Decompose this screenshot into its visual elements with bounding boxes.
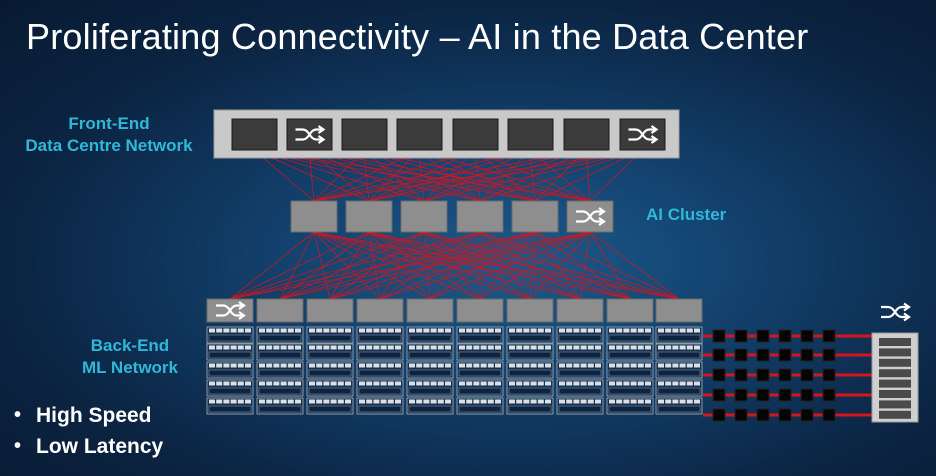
- ai-cluster-node: [400, 200, 448, 233]
- front-end-node: [563, 118, 610, 151]
- shuffle-icon: [576, 207, 606, 226]
- transceiver-module: [822, 388, 836, 402]
- bullet-item: • High Speed: [14, 400, 163, 431]
- transceiver-module: [734, 408, 748, 422]
- bullet-item: • Low Latency: [14, 431, 163, 462]
- transceiver-module: [712, 368, 726, 382]
- transceiver-module: [756, 388, 770, 402]
- transceiver-module: [734, 388, 748, 402]
- transceiver-module: [778, 388, 792, 402]
- transceiver-module: [822, 368, 836, 382]
- transceiver-module: [712, 388, 726, 402]
- transceiver-module: [756, 408, 770, 422]
- front-end-node: [507, 118, 554, 151]
- transceiver-module: [822, 408, 836, 422]
- transceiver-module: [800, 348, 814, 362]
- transceiver-module: [734, 348, 748, 362]
- back-end-node: [506, 298, 554, 323]
- ai-cluster-node: [290, 200, 338, 233]
- back-end-node: [356, 298, 404, 323]
- back-end-node: [606, 298, 654, 323]
- ai-cluster-node: [345, 200, 393, 233]
- front-end-label-line2: Data Centre Network: [25, 136, 193, 155]
- front-end-label: Front-End Data Centre Network: [4, 113, 214, 157]
- bullet-list: • High Speed • Low Latency: [14, 400, 163, 462]
- ai-cluster-node: [456, 200, 504, 233]
- back-end-node: [556, 298, 604, 323]
- shuffle-icon: [628, 125, 659, 144]
- ai-cluster-node: [511, 200, 559, 233]
- bullet-text: Low Latency: [36, 435, 164, 458]
- transceiver-module: [712, 408, 726, 422]
- red-links: [229, 149, 872, 417]
- transceiver-module: [712, 329, 726, 343]
- front-end-node: [396, 118, 443, 151]
- transceiver-module: [778, 408, 792, 422]
- back-end-label-line2: ML Network: [81, 358, 179, 377]
- front-end-node: [452, 118, 499, 151]
- transceiver-module: [712, 348, 726, 362]
- spine-switch: [871, 332, 919, 423]
- ai-cluster-label: AI Cluster: [646, 205, 727, 224]
- transceiver-module: [800, 388, 814, 402]
- front-end-label-line1: Front-End: [68, 114, 150, 133]
- transceiver-module: [778, 329, 792, 343]
- transceiver-module: [756, 348, 770, 362]
- front-end-node: [341, 118, 388, 151]
- transceiver-module: [778, 368, 792, 382]
- shuffle-icon: [216, 301, 246, 320]
- back-end-node: [456, 298, 504, 323]
- transceiver-module: [756, 329, 770, 343]
- back-end-node: [256, 298, 304, 323]
- transceiver-module: [822, 348, 836, 362]
- shuffle-icon: [295, 125, 326, 144]
- spine-shuffle-icon: [881, 302, 911, 322]
- bullet-text: High Speed: [36, 404, 152, 427]
- transceiver-module: [800, 329, 814, 343]
- transceiver-module: [756, 368, 770, 382]
- back-end-label: Back-End ML Network: [60, 335, 200, 379]
- transceiver-module: [734, 329, 748, 343]
- transceiver-module: [800, 368, 814, 382]
- slide-title: Proliferating Connectivity – AI in the D…: [26, 16, 809, 57]
- transceiver-module: [800, 408, 814, 422]
- transceiver-module: [778, 348, 792, 362]
- back-end-node: [406, 298, 454, 323]
- back-end-label-line1: Back-End: [90, 336, 170, 355]
- back-end-node: [655, 298, 703, 323]
- transceiver-module: [822, 329, 836, 343]
- transceiver-module: [734, 368, 748, 382]
- front-end-node: [231, 118, 278, 151]
- back-end-node: [306, 298, 354, 323]
